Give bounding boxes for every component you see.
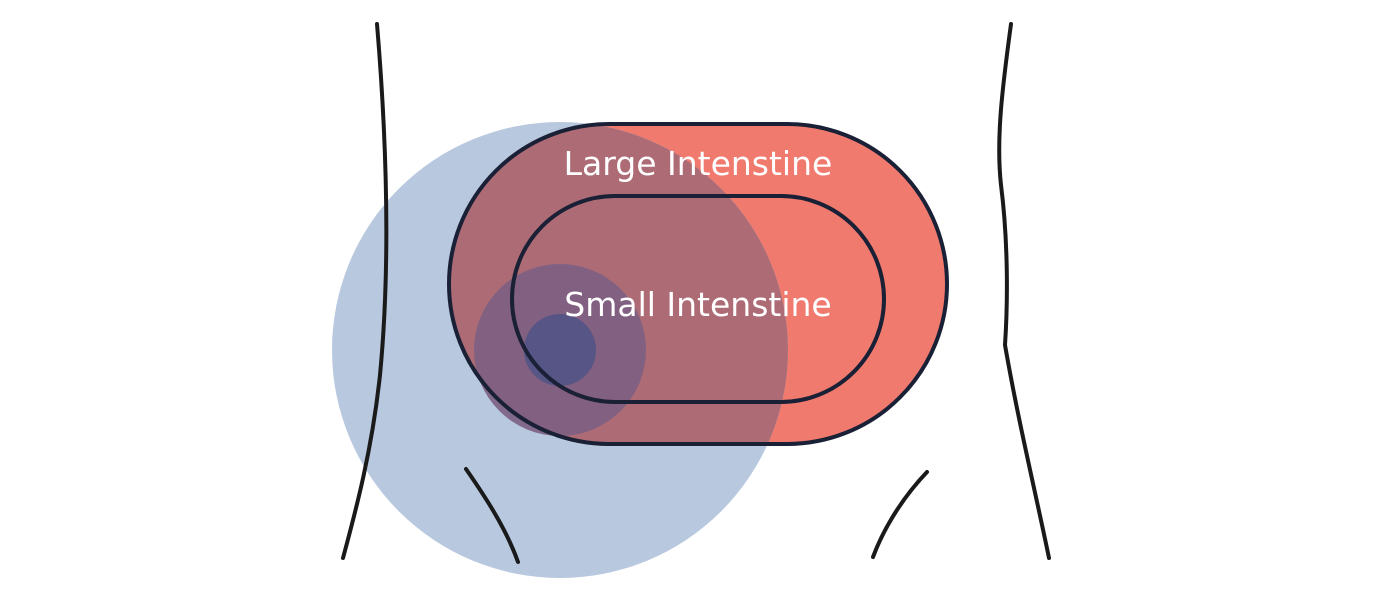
torso-right-outline — [997, 22, 1051, 560]
right-hip-crease — [871, 470, 929, 559]
core-focus-circle — [524, 314, 596, 386]
left-hip-crease — [464, 467, 520, 564]
large-intestine-outline — [447, 122, 949, 446]
small-intestine-outline — [510, 194, 886, 404]
torso-left-outline — [341, 22, 389, 560]
large-intestine-label: Large Intenstine — [563, 144, 833, 183]
small-intestine-label: Small Intenstine — [564, 285, 832, 324]
